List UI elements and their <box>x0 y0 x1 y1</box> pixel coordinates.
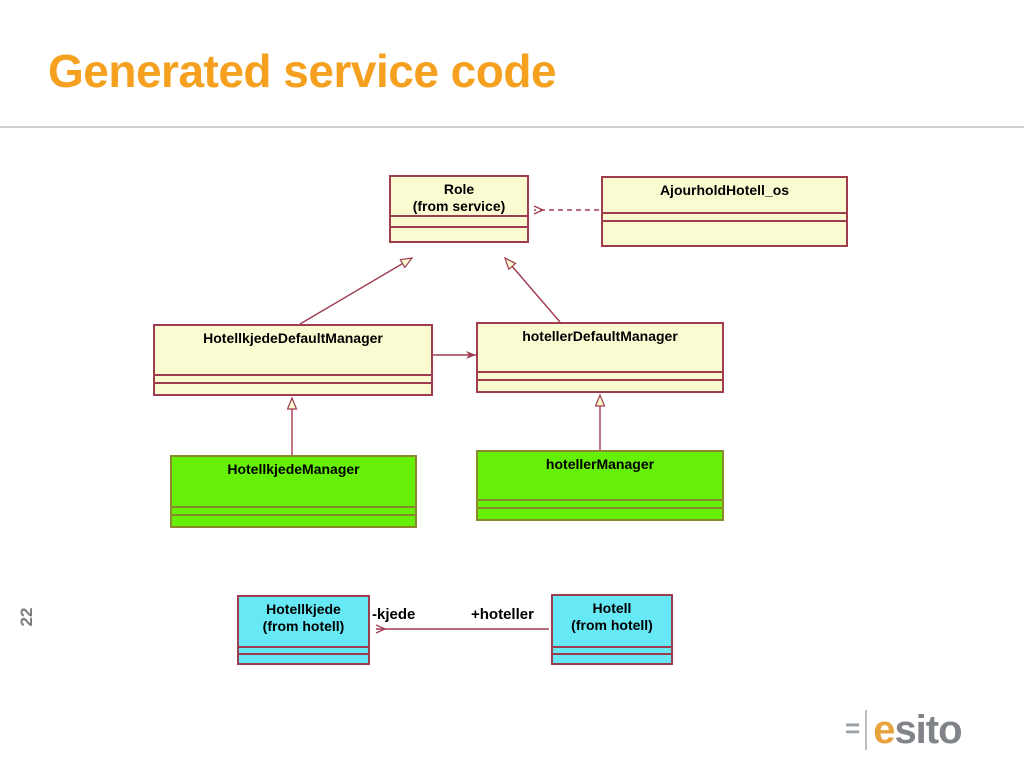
class-attributes-compartment <box>478 373 722 381</box>
class-name-compartment: Hotell (from hotell) <box>553 596 671 648</box>
class-name-compartment: Hotellkjede (from hotell) <box>239 597 368 648</box>
class-name: Role <box>443 181 475 197</box>
class-attributes-compartment <box>155 376 431 384</box>
class-attributes-compartment <box>239 648 368 655</box>
uml-class-hotellkjedemanager[interactable]: HotellkjedeManager <box>170 455 417 528</box>
logo-wordmark-rest: sito <box>894 708 962 752</box>
class-name-compartment: HotellkjedeDefaultManager <box>155 326 431 376</box>
page-title: Generated service code <box>48 45 557 97</box>
class-operations-compartment <box>553 655 671 663</box>
class-attributes-compartment <box>172 508 415 516</box>
class-name-compartment: hotellerManager <box>478 452 722 501</box>
class-name-compartment: AjourholdHotell_os <box>603 178 846 214</box>
edge-label-kjede: -kjede <box>372 606 416 623</box>
class-package: (from hotell) <box>262 618 345 634</box>
edge-hotellerdefaultmanager-to-role <box>505 258 561 323</box>
class-attributes-compartment <box>391 217 527 229</box>
uml-class-hotellermanager[interactable]: hotellerManager <box>476 450 724 521</box>
class-name: Hotellkjede <box>266 601 341 617</box>
class-name: Hotell <box>592 600 632 616</box>
uml-class-diagram: Role (dashed, open arrow) --> hotellerDe… <box>0 140 1024 700</box>
class-operations-compartment <box>155 384 431 394</box>
class-package: (from service) <box>412 198 506 214</box>
uml-class-hotellkjededefaultmanager[interactable]: HotellkjedeDefaultManager <box>153 324 433 396</box>
class-name-compartment: HotellkjedeManager <box>172 457 415 508</box>
class-attributes-compartment <box>478 501 722 509</box>
class-name-compartment: hotellerDefaultManager <box>478 324 722 373</box>
class-operations-compartment <box>239 655 368 663</box>
title-divider <box>0 126 1024 128</box>
class-name: AjourholdHotell_os <box>659 182 790 198</box>
logo-divider <box>865 710 868 750</box>
esito-logo: = esito <box>845 706 963 754</box>
diagram-connectors: Role (dashed, open arrow) --> hotellerDe… <box>0 140 1024 700</box>
uml-class-ajourholdhotell-os[interactable]: AjourholdHotell_os <box>601 176 848 247</box>
class-name-compartment: Role (from service) <box>391 177 527 217</box>
class-operations-compartment <box>478 381 722 391</box>
uml-class-hotellerdefaultmanager[interactable]: hotellerDefaultManager <box>476 322 724 393</box>
edge-label-hoteller: +hoteller <box>471 606 534 623</box>
uml-class-hotellkjede[interactable]: Hotellkjede (from hotell) <box>237 595 370 665</box>
uml-class-hotell[interactable]: Hotell (from hotell) <box>551 594 673 665</box>
class-operations-compartment <box>603 222 846 245</box>
class-operations-compartment <box>478 509 722 519</box>
equals-mark-icon: = <box>845 713 861 743</box>
class-name: hotellerDefaultManager <box>522 328 678 344</box>
class-attributes-compartment <box>603 214 846 223</box>
uml-class-role[interactable]: Role (from service) <box>389 175 529 243</box>
class-attributes-compartment <box>553 648 671 655</box>
edge-hotellkjededefaultmanager-to-role <box>299 258 412 325</box>
class-package: (from hotell) <box>571 617 653 633</box>
logo-wordmark-accent: e <box>873 708 895 752</box>
class-name: hotellerManager <box>545 456 655 472</box>
class-operations-compartment <box>172 516 415 526</box>
class-operations-compartment <box>391 228 527 241</box>
class-name: HotellkjedeDefaultManager <box>203 330 383 346</box>
logo-wordmark: esito <box>873 708 962 752</box>
class-name: HotellkjedeManager <box>227 461 360 477</box>
